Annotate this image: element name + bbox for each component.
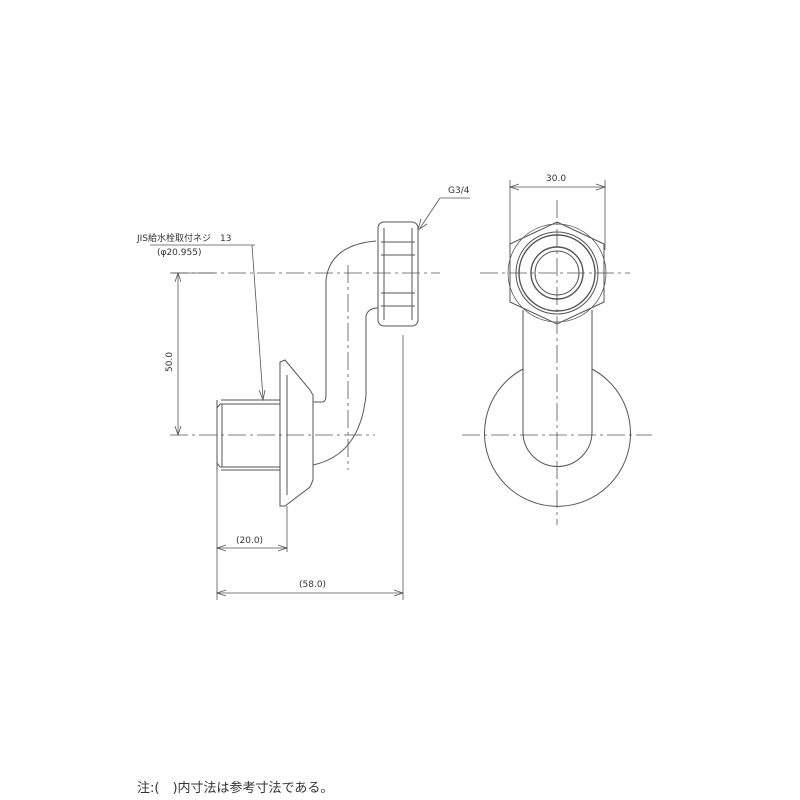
front-view: [462, 200, 652, 525]
nut-thread-label: G3/4: [448, 186, 470, 196]
width-dimension-label: 30.0: [546, 174, 567, 184]
total-length-dimension-label: (58.0): [299, 580, 327, 590]
dimensions-front: [508, 180, 607, 250]
thread-diameter-label: (φ20.955): [157, 248, 202, 258]
height-dimension-label: 50.0: [165, 351, 175, 372]
thread-length-dimension-label: (20.0): [236, 536, 264, 546]
side-view: [170, 221, 440, 507]
dimensions-side: [150, 197, 470, 600]
thread-spec-label: JIS給水栓取付ネジ 13: [137, 234, 232, 244]
reference-dimension-note: 注:( )内寸法は参考寸法である。: [137, 781, 334, 796]
